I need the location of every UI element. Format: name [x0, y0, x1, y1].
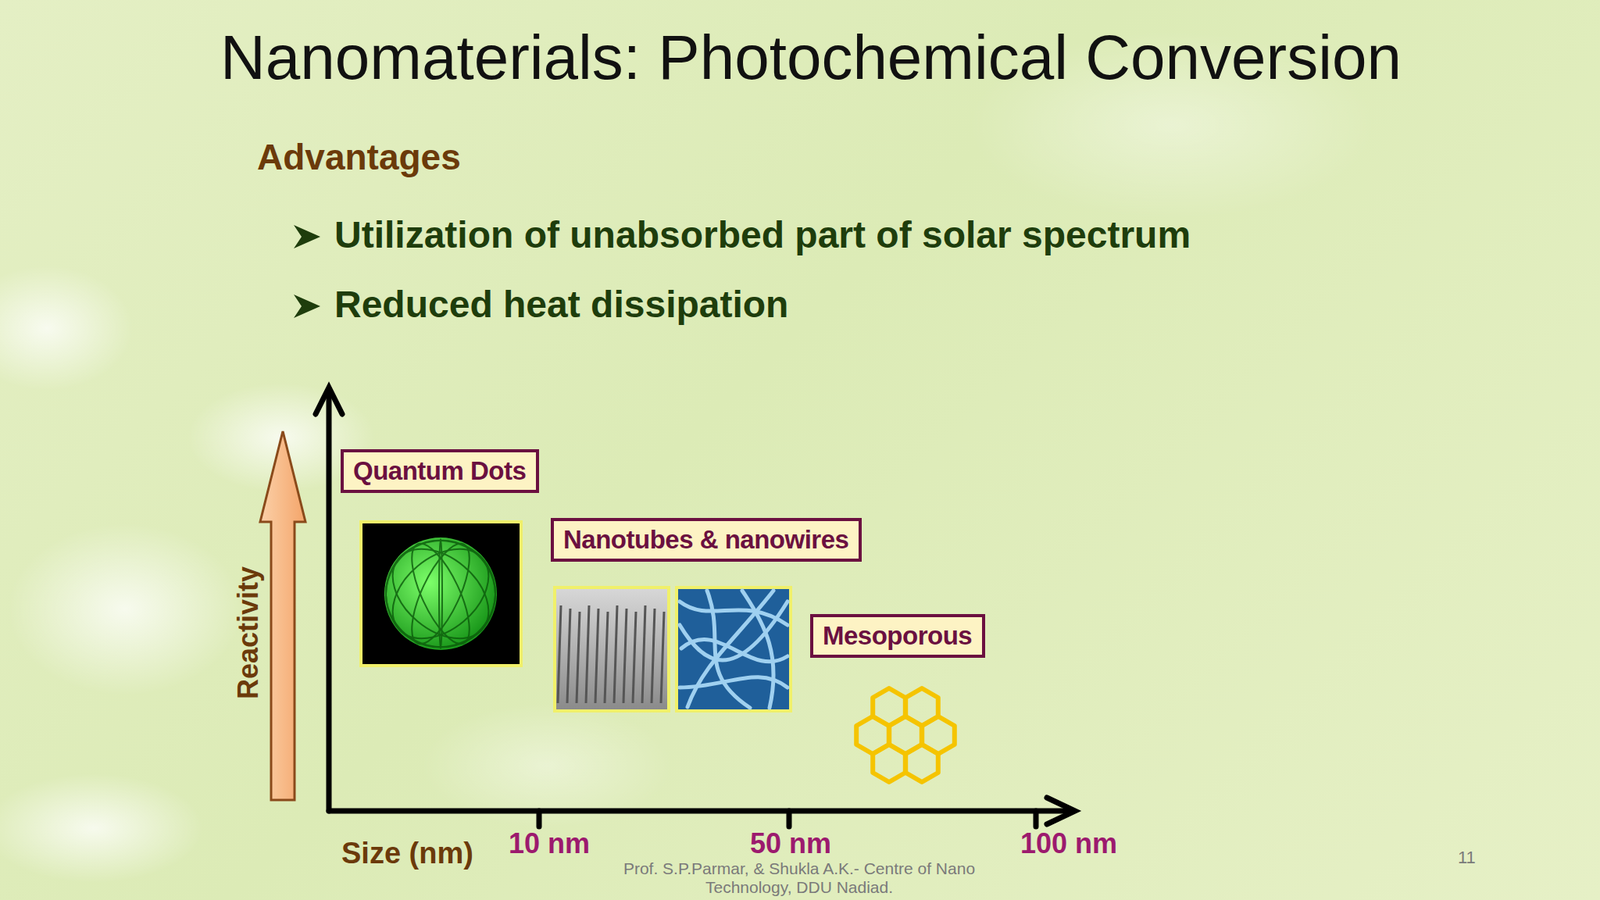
mesoporous-honeycomb [856, 688, 955, 783]
bullet-arrow [293, 225, 321, 318]
box-label: Mesoporous [822, 620, 973, 652]
box-label: Nanotubes & nanowires [563, 524, 850, 556]
category-box: Quantum Dots [340, 449, 540, 493]
category-box: Mesoporous [810, 614, 986, 658]
reactivity-arrow [260, 431, 306, 800]
axis-label: Reactivity [232, 566, 265, 700]
page-number: 11 [1457, 848, 1476, 868]
tick-label: 10 nm [508, 829, 590, 858]
box-label: Quantum Dots [353, 455, 527, 487]
footer-credit: Prof. S.P.Parmar, & Shukla A.K.- Centre … [580, 859, 1018, 897]
category-box: Nanotubes & nanowires [550, 517, 862, 562]
axis-label: Size (nm) [341, 837, 474, 871]
quantum-dot-image [360, 521, 522, 666]
section-heading: Advantages [257, 137, 461, 178]
slide-title: Nanomaterials: Photochemical Conversion [220, 23, 1402, 93]
bullet-text: Reduced heat dissipation [334, 284, 789, 326]
tick-label: 100 nm [1020, 829, 1118, 858]
tick-label: 50 nm [750, 829, 832, 858]
bullet-text: Utilization of unabsorbed part of solar … [334, 214, 1191, 257]
axes [315, 387, 1075, 827]
nanotube-image [554, 587, 669, 711]
nanowire-image [676, 587, 791, 711]
